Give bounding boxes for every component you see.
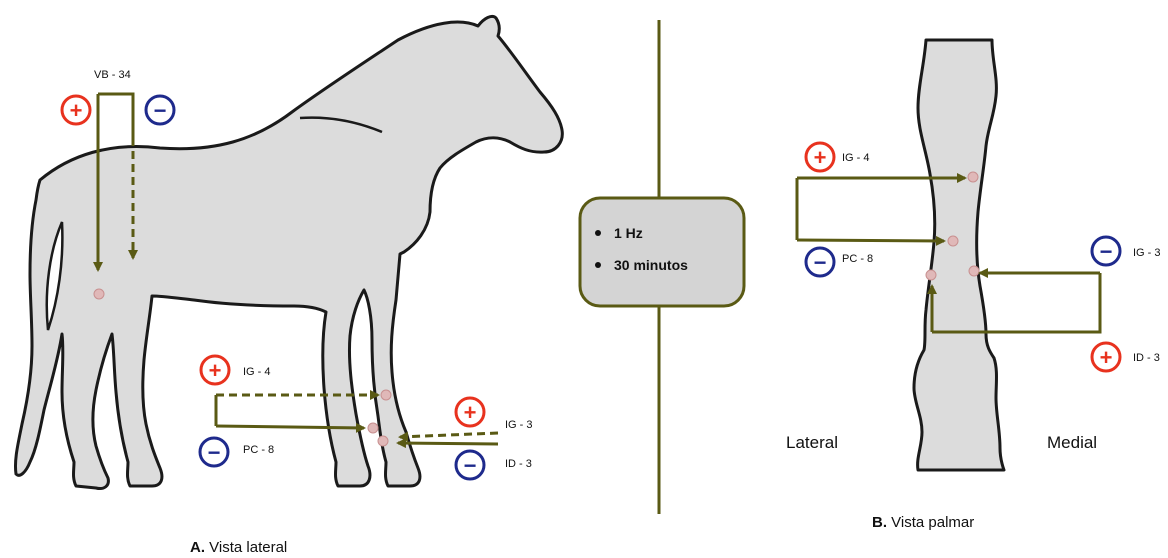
b-ig3-id3-connector (932, 273, 1102, 334)
label-b-id3: ID - 3 (1133, 352, 1160, 364)
positive-electrode-icon: + (454, 396, 486, 428)
settings-box: 1 Hz 30 minutos (578, 196, 746, 308)
acupoint-id3 (377, 435, 389, 447)
label-a-pc8: PC - 8 (243, 444, 274, 456)
label-b-ig4: IG - 4 (842, 152, 870, 164)
svg-text:+: + (70, 98, 83, 123)
panel-a-caption: A. Vista lateral (190, 539, 287, 556)
panel-b-caption: B. Vista palmar (872, 514, 974, 531)
svg-text:+: + (464, 400, 477, 425)
positive-electrode-icon: + (60, 94, 92, 126)
setting-duration: 30 minutos (614, 257, 688, 273)
svg-text:−: − (814, 250, 827, 275)
bullet-icon (595, 262, 601, 268)
pc8-solid-arrow (215, 422, 366, 433)
positive-electrode-icon: + (1090, 341, 1122, 373)
horse-tail-line (45, 221, 64, 331)
negative-electrode-icon: − (198, 436, 230, 468)
negative-electrode-icon: − (804, 246, 836, 278)
panel-b-palmar-view: IG - 4 PC - 8 IG - 3 ID - 3 + − − + Late… (786, 38, 1161, 531)
svg-text:+: + (814, 145, 827, 170)
side-label-medial: Medial (1047, 433, 1097, 452)
setting-frequency: 1 Hz (614, 225, 643, 241)
svg-text:+: + (209, 358, 222, 383)
acupoint-ig4 (967, 171, 979, 183)
label-vb34: VB - 34 (94, 69, 131, 81)
label-a-id3: ID - 3 (505, 458, 532, 470)
ig3-dashed-arrow (398, 431, 499, 442)
id3-solid-arrow (396, 438, 499, 449)
svg-text:+: + (1100, 345, 1113, 370)
svg-text:−: − (464, 453, 477, 478)
svg-text:−: − (208, 440, 221, 465)
acupoint-ig4 (380, 389, 392, 401)
bullet-icon (595, 230, 601, 236)
svg-text:−: − (154, 98, 167, 123)
leg-silhouette (912, 38, 1006, 472)
b-pc8-arrow (796, 235, 946, 246)
positive-electrode-icon: + (804, 141, 836, 173)
negative-electrode-icon: − (1090, 235, 1122, 267)
acupoint-ig3 (968, 265, 980, 277)
vb34-connector (98, 92, 135, 138)
label-b-pc8: PC - 8 (842, 253, 873, 265)
label-a-ig3: IG - 3 (505, 419, 533, 431)
acupoint-pc8 (367, 422, 379, 434)
acupoint-vb34 (93, 288, 105, 300)
panel-a-lateral-view: VB - 34 IG - 4 PC - 8 IG - 3 ID - 3 + − … (14, 14, 564, 556)
positive-electrode-icon: + (199, 354, 231, 386)
horse-mane-line (299, 116, 383, 134)
negative-electrode-icon: − (454, 449, 486, 481)
negative-electrode-icon: − (144, 94, 176, 126)
svg-text:−: − (1100, 239, 1113, 264)
label-b-ig3: IG - 3 (1133, 247, 1161, 259)
horse-silhouette (14, 14, 564, 490)
acupoint-id3 (925, 269, 937, 281)
acupoint-pc8 (947, 235, 959, 247)
side-label-lateral: Lateral (786, 433, 838, 452)
label-a-ig4: IG - 4 (243, 366, 271, 378)
